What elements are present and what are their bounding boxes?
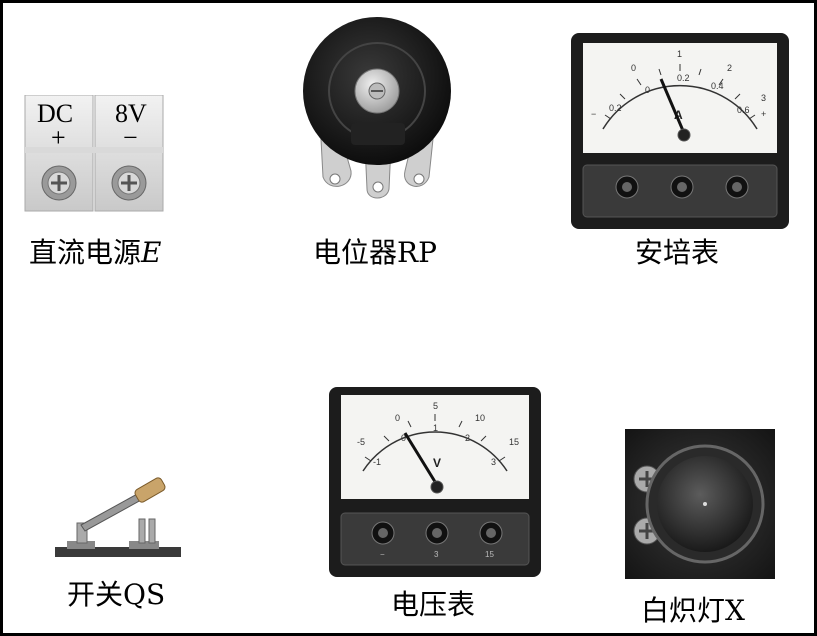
voltmeter-inner-tick-2: 1 — [433, 423, 438, 433]
ammeter-outer-tick-3: 3 — [761, 93, 766, 103]
dc-source: DC + 8V − — [23, 94, 173, 215]
ammeter-inner-tick-0: 0.2 — [609, 103, 622, 113]
voltmeter-outer-tick-2: 5 — [433, 401, 438, 411]
voltmeter-outer-tick-4: 15 — [509, 437, 519, 447]
potentiometer-caption: 电位器RP — [313, 236, 437, 269]
ammeter-inner-tick-1: 0 — [645, 85, 650, 95]
switch-caption: 开关QS — [67, 578, 166, 611]
voltmeter-unit-label: V — [433, 456, 441, 470]
ammeter-minus-side: − — [591, 109, 596, 119]
incandescent-lamp — [625, 429, 775, 579]
dc-negative-sign: − — [123, 123, 138, 152]
voltmeter-terminal-label-minus: − — [380, 550, 385, 559]
dc-positive-sign: + — [51, 123, 66, 152]
dc-source-caption: 直流电源E — [29, 231, 161, 271]
dc-label-right-top: 8V — [115, 99, 147, 128]
voltmeter-inner-tick-3: 2 — [465, 433, 470, 443]
ammeter-needle — [659, 78, 686, 134]
lamp-body — [625, 429, 775, 579]
ammeter-body: 0 1 2 3 0.2 0 0.2 0.4 0.6 − + A — [571, 33, 789, 229]
voltmeter-outer-tick-0: -5 — [357, 437, 365, 447]
dc-source-caption-text: 直流电源 — [29, 236, 142, 269]
voltmeter-caption: 电压表 — [391, 588, 476, 621]
dc-source-caption-var: E — [141, 236, 162, 269]
ammeter-inner-tick-3: 0.4 — [711, 81, 724, 91]
ammeter-terminal-2-icon — [670, 175, 694, 199]
voltmeter: -5 0 5 10 15 -1 0 1 2 3 V − 3 15 — [329, 387, 541, 577]
ammeter-terminal-3-icon — [725, 175, 749, 199]
voltmeter-inner-tick-0: -1 — [373, 457, 381, 467]
dc-source-body — [24, 94, 164, 212]
voltmeter-needle — [403, 432, 439, 486]
voltmeter-inner-tick-1: 0 — [401, 433, 406, 443]
ammeter-outer-tick-0: 0 — [631, 63, 636, 73]
ammeter-inner-tick-4: 0.6 — [737, 105, 750, 115]
voltmeter-terminal-label-15: 15 — [485, 550, 494, 559]
dc-negative-screw-icon — [111, 165, 147, 201]
switch-handle-icon — [134, 477, 166, 503]
ammeter-caption: 安培表 — [635, 236, 720, 269]
knife-switch — [51, 475, 185, 561]
voltmeter-outer-tick-1: 0 — [395, 413, 400, 423]
voltmeter-terminal-3-icon — [425, 521, 449, 545]
lamp-caption: 白炽灯X — [641, 594, 745, 627]
voltmeter-terminal-15-icon — [479, 521, 503, 545]
potentiometer — [299, 11, 459, 201]
voltmeter-terminal-minus-icon — [371, 521, 395, 545]
dc-positive-screw-icon — [41, 165, 77, 201]
dc-label-left-top: DC — [37, 99, 74, 128]
voltmeter-body: -5 0 5 10 15 -1 0 1 2 3 V − 3 15 — [329, 387, 541, 577]
ammeter-unit-label: A — [674, 108, 683, 122]
voltmeter-terminal-label-3: 3 — [434, 550, 439, 559]
ammeter-plus-side: + — [761, 109, 766, 119]
ammeter-outer-tick-1: 1 — [677, 49, 682, 59]
potentiometer-body — [303, 17, 451, 199]
voltmeter-outer-tick-3: 10 — [475, 413, 485, 423]
ammeter: 0 1 2 3 0.2 0 0.2 0.4 0.6 − + A — [571, 33, 789, 229]
ammeter-outer-tick-2: 2 — [727, 63, 732, 73]
ammeter-terminal-1-icon — [615, 175, 639, 199]
ammeter-inner-tick-2: 0.2 — [677, 73, 690, 83]
knife-switch-body — [55, 477, 181, 557]
voltmeter-inner-tick-4: 3 — [491, 457, 496, 467]
